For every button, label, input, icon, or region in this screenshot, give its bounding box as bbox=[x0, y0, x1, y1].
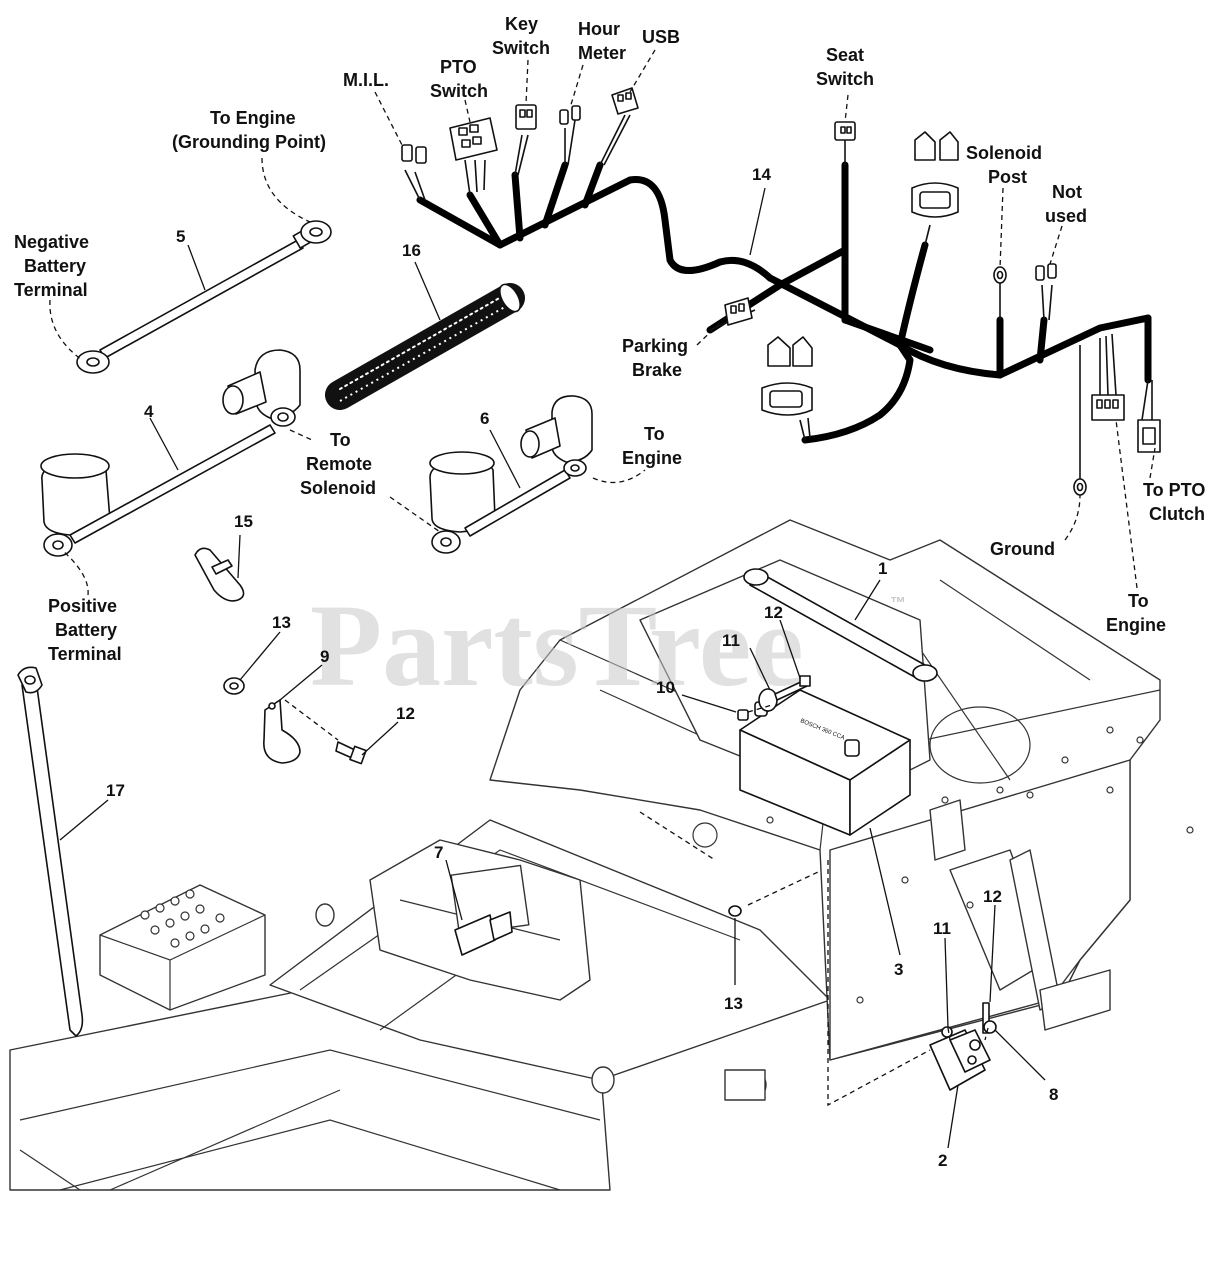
label-ground: Ground bbox=[990, 539, 1055, 559]
svg-text:(Grounding Point): (Grounding Point) bbox=[172, 132, 326, 152]
starter-solenoid bbox=[929, 1002, 997, 1091]
svg-text:Remote: Remote bbox=[306, 454, 372, 474]
label-to-engine-cable: To bbox=[644, 424, 665, 444]
callout-3[interactable]: 3 bbox=[894, 960, 903, 979]
positive-battery-cable bbox=[40, 349, 301, 557]
wire-harness bbox=[404, 114, 1153, 480]
label-positive-battery-terminal: Positive bbox=[48, 596, 117, 616]
callout-6[interactable]: 6 bbox=[480, 409, 489, 428]
hour-meter-connector bbox=[559, 109, 569, 125]
corrugated-wire-loom bbox=[325, 283, 525, 410]
cable-tie bbox=[17, 666, 84, 1037]
callout-1[interactable]: 1 bbox=[878, 559, 887, 578]
label-parking-brake: Parking bbox=[622, 336, 688, 356]
svg-text:Battery: Battery bbox=[24, 256, 86, 276]
label-pto-switch: PTO bbox=[440, 57, 477, 77]
footrest-plate bbox=[99, 884, 266, 1011]
svg-text:Switch: Switch bbox=[430, 81, 488, 101]
battery-bolt-hardware bbox=[737, 675, 811, 721]
usb-connector bbox=[611, 87, 639, 115]
label-solenoid-post: Solenoid bbox=[966, 143, 1042, 163]
callout-12-battery[interactable]: 12 bbox=[764, 603, 783, 622]
watermark-trademark: ™ bbox=[890, 595, 906, 612]
callout-14[interactable]: 14 bbox=[752, 165, 771, 184]
label-mil: M.I.L. bbox=[343, 70, 389, 90]
label-to-remote-solenoid: To bbox=[330, 430, 351, 450]
callout-4[interactable]: 4 bbox=[144, 402, 154, 421]
svg-text:Switch: Switch bbox=[492, 38, 550, 58]
callout-11-solenoid[interactable]: 11 bbox=[933, 919, 951, 938]
svg-text:used: used bbox=[1045, 206, 1087, 226]
svg-text:Terminal: Terminal bbox=[48, 644, 122, 664]
callout-13-clamp[interactable]: 13 bbox=[272, 613, 291, 632]
callout-15[interactable]: 15 bbox=[234, 512, 253, 531]
svg-text:Post: Post bbox=[988, 167, 1027, 187]
frame-nut bbox=[728, 905, 742, 917]
callout-8[interactable]: 8 bbox=[1049, 1085, 1058, 1104]
svg-text:Switch: Switch bbox=[816, 69, 874, 89]
starter-cable bbox=[429, 395, 593, 554]
svg-text:Terminal: Terminal bbox=[14, 280, 88, 300]
battery: BOSCH 360 CCA bbox=[739, 689, 911, 836]
callout-10[interactable]: 10 bbox=[656, 678, 675, 697]
callout-9[interactable]: 9 bbox=[320, 647, 329, 666]
key-switch-connector bbox=[515, 104, 537, 130]
callout-7[interactable]: 7 bbox=[434, 843, 443, 862]
mil-connector bbox=[401, 144, 413, 162]
watermark: PartsTree bbox=[310, 580, 804, 711]
svg-text:Brake: Brake bbox=[632, 360, 682, 380]
callout-12-clamp[interactable]: 12 bbox=[396, 704, 415, 723]
battery-hold-down-strap bbox=[743, 568, 938, 682]
leader-lines bbox=[49, 49, 1156, 1149]
label-hour-meter: Hour bbox=[578, 19, 620, 39]
annotation-labels: M.I.L. PTO Switch Key Switch Hour Meter … bbox=[14, 14, 1205, 664]
callout-2[interactable]: 2 bbox=[938, 1151, 947, 1170]
label-negative-battery-terminal: Negative bbox=[14, 232, 89, 252]
svg-text:Meter: Meter bbox=[578, 43, 626, 63]
callout-13-frame[interactable]: 13 bbox=[724, 994, 743, 1013]
label-not-used: Not bbox=[1052, 182, 1082, 202]
callout-11-battery[interactable]: 11 bbox=[722, 631, 740, 650]
svg-text:Solenoid: Solenoid bbox=[300, 478, 376, 498]
label-seat-switch: Seat bbox=[826, 45, 864, 65]
svg-text:Battery: Battery bbox=[55, 620, 117, 640]
frame-holes bbox=[140, 726, 1194, 1004]
harness-connectors bbox=[401, 87, 1161, 496]
cable-clamp bbox=[223, 677, 367, 765]
label-to-pto-clutch: To PTO bbox=[1143, 480, 1205, 500]
svg-text:Engine: Engine bbox=[1106, 615, 1166, 635]
svg-text:Engine: Engine bbox=[622, 448, 682, 468]
callout-12-solenoid[interactable]: 12 bbox=[983, 887, 1002, 906]
label-key-switch: Key bbox=[505, 14, 538, 34]
label-to-engine-harness: To bbox=[1128, 591, 1149, 611]
label-usb: USB bbox=[642, 27, 680, 47]
label-to-engine-grounding: To Engine bbox=[210, 108, 296, 128]
callout-17[interactable]: 17 bbox=[106, 781, 125, 800]
part-callouts: 1 2 3 4 5 6 7 8 9 10 11 11 12 12 12 13 1… bbox=[106, 165, 1058, 1170]
svg-text:Clutch: Clutch bbox=[1149, 504, 1205, 524]
not-used-terminals bbox=[1035, 265, 1045, 281]
wire-clip bbox=[194, 547, 245, 602]
callout-5[interactable]: 5 bbox=[176, 227, 185, 246]
interlock-switch bbox=[454, 911, 513, 956]
negative-battery-cable bbox=[76, 220, 332, 374]
callout-16[interactable]: 16 bbox=[402, 241, 421, 260]
